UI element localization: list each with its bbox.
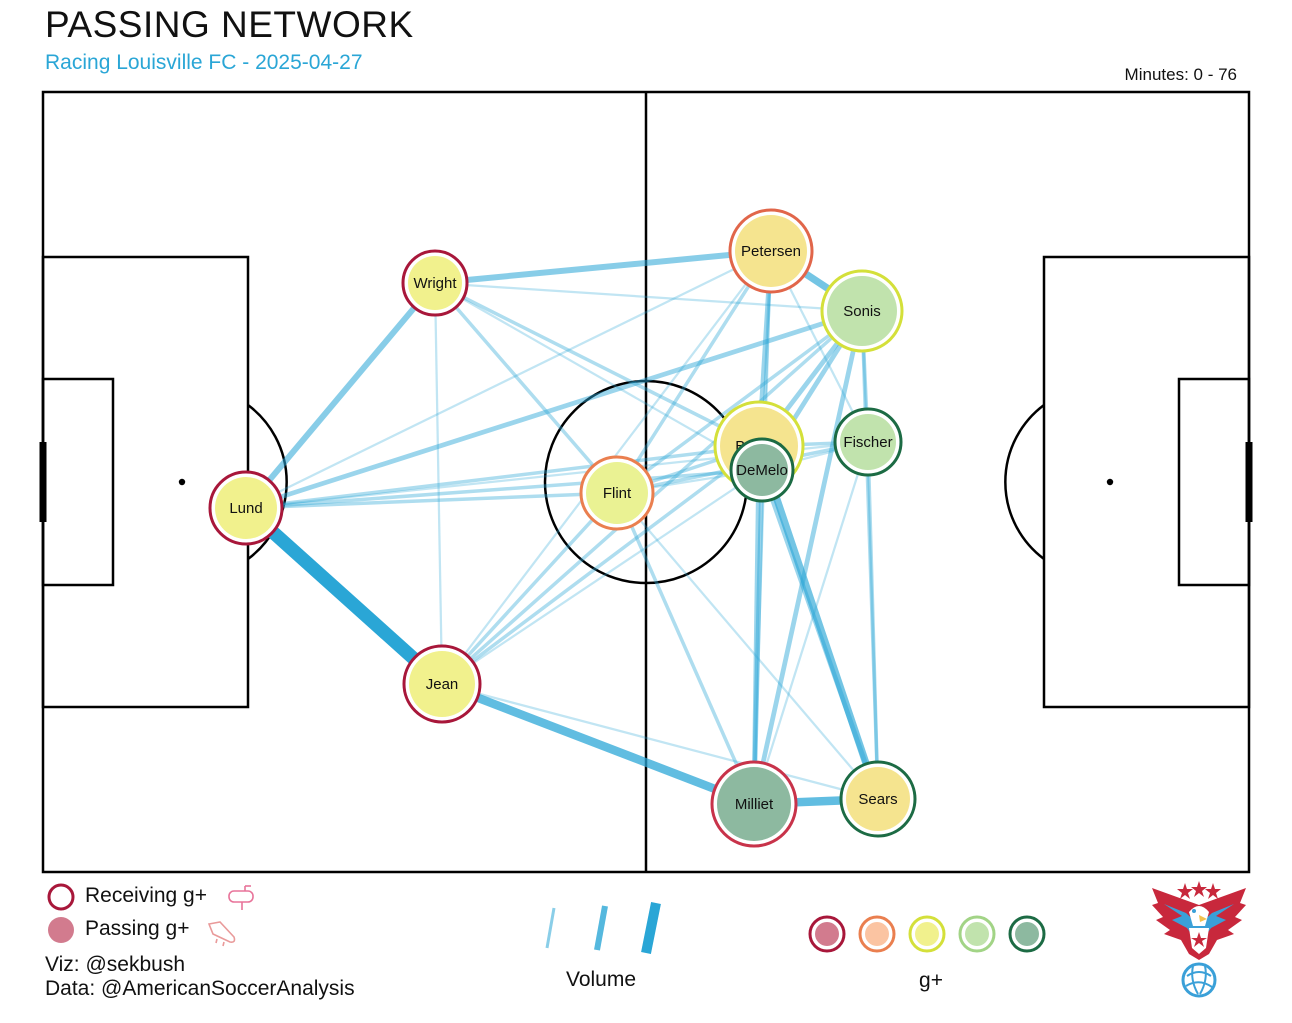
player-name-milliet: Milliet <box>735 796 774 813</box>
pass-line-fischer-sears <box>866 441 880 800</box>
left-penalty-spot <box>178 478 186 486</box>
pass-line-lund-flint <box>245 491 618 510</box>
pass-line-sonis-sears <box>860 310 880 800</box>
player-passing-fill <box>735 215 807 287</box>
player-passing-fill <box>840 414 896 470</box>
left-penalty-arc <box>247 403 288 561</box>
pass-line-demelo-milliet <box>751 469 765 805</box>
pass-line-demelo-sears <box>759 469 881 800</box>
player-name-demelo: DeMelo <box>736 462 788 479</box>
pass-line-wright-demelo <box>434 282 763 471</box>
legend-receiving-label: Receiving g+ <box>85 884 207 907</box>
left-six-yard-box <box>41 377 115 587</box>
pass-line-lund-sonis <box>245 308 863 511</box>
volume-legend <box>545 902 661 954</box>
pass-line-petersen-milliet <box>752 250 773 805</box>
player-passing-fill <box>215 477 277 539</box>
player-node-fischer[interactable]: Fischer <box>833 407 903 477</box>
player-node-milliet[interactable]: Milliet <box>710 760 798 848</box>
volume-low-swatch <box>545 907 556 949</box>
volume-mid-swatch <box>594 905 608 951</box>
pass-line-wright-sonis <box>434 281 863 313</box>
player-name-sonis: Sonis <box>843 303 881 320</box>
player-node-wright[interactable]: Wright <box>401 249 469 317</box>
page-subtitle: Racing Louisville FC - 2025-04-27 <box>45 51 363 74</box>
page-title: PASSING NETWORK <box>45 4 414 45</box>
player-node-demelo[interactable]: DeMelo <box>729 437 795 503</box>
minutes-range: Minutes: 0 - 76 <box>1124 65 1237 84</box>
legend-passing: Passing g+ <box>48 917 190 941</box>
eagle-soccer-logo <box>1152 881 1246 998</box>
right-penalty-spot <box>1106 478 1114 486</box>
gplus-swatch-3 <box>908 915 946 953</box>
pass-line-jean-milliet <box>440 680 756 808</box>
player-node-petersen[interactable]: Petersen <box>728 208 814 294</box>
right-six-yard-box <box>1177 377 1251 587</box>
pass-line-jean-borges <box>440 444 761 686</box>
gplus-legend-label: g+ <box>919 969 943 992</box>
volume-high-swatch <box>641 902 661 954</box>
player-node-lund[interactable]: Lund <box>208 470 284 546</box>
player-name-sears: Sears <box>858 791 897 808</box>
pass-line-borges-sears <box>755 444 882 801</box>
pass-line-flint-sears <box>616 492 879 800</box>
gplus-swatch-2 <box>858 915 896 953</box>
player-passing-fill <box>409 651 475 717</box>
player-name-wright: Wright <box>413 275 457 292</box>
pass-line-borges-milliet <box>751 445 762 805</box>
gplus-swatch-4 <box>958 915 996 953</box>
player-nodes: LundWrightJeanFlintPetersenSonisBorgesFi… <box>208 208 917 848</box>
pass-line-lund-demelo <box>245 468 763 510</box>
player-passing-fill <box>736 444 788 496</box>
pass-line-lund-wright <box>243 281 438 510</box>
cleat-icon <box>207 921 236 947</box>
player-name-flint: Flint <box>603 485 632 502</box>
pass-line-lund-borges <box>245 444 760 510</box>
pass-line-lund-petersen <box>245 249 772 510</box>
player-passing-fill <box>846 767 910 831</box>
player-name-lund: Lund <box>229 500 262 517</box>
player-passing-fill <box>586 462 648 524</box>
legend-passing-swatch <box>48 917 74 943</box>
mailbox-icon <box>228 885 254 910</box>
player-node-sonis[interactable]: Sonis <box>820 269 904 353</box>
pass-line-wright-flint <box>433 281 619 495</box>
pass-line-wright-petersen <box>434 248 772 286</box>
pass-line-flint-sonis <box>615 309 864 495</box>
player-name-fischer: Fischer <box>843 434 892 451</box>
gplus-legend <box>808 915 1046 953</box>
gplus-swatch-1 <box>808 915 846 953</box>
pass-line-sonis-milliet <box>751 310 865 805</box>
viz-credit: Viz: @sekbush <box>45 953 185 976</box>
player-node-sears[interactable]: Sears <box>839 760 917 838</box>
pass-line-jean-demelo <box>441 469 763 685</box>
player-node-flint[interactable]: Flint <box>579 455 655 531</box>
pass-line-flint-petersen <box>615 250 773 494</box>
pass-line-jean-flint <box>440 491 619 686</box>
right-penalty-arc <box>1004 403 1045 561</box>
pass-line-flint-milliet <box>615 492 756 805</box>
legend-receiving: Receiving g+ <box>48 884 207 908</box>
player-passing-fill <box>408 256 462 310</box>
pass-line-fischer-milliet <box>752 441 870 805</box>
player-node-jean[interactable]: Jean <box>402 644 482 724</box>
pass-lines <box>241 247 882 809</box>
right-penalty-box <box>1042 255 1251 709</box>
player-passing-fill <box>827 276 897 346</box>
volume-legend-label: Volume <box>565 968 637 991</box>
pitch-markings <box>39 90 1253 874</box>
left-penalty-box <box>41 255 250 709</box>
player-name-jean: Jean <box>426 676 459 693</box>
player-name-petersen: Petersen <box>741 243 801 260</box>
player-passing-fill <box>717 767 791 841</box>
pass-line-wright-jean <box>433 282 444 685</box>
pass-line-wright-borges <box>434 281 760 448</box>
pass-line-jean-sears <box>441 682 879 801</box>
legend-receiving-swatch <box>47 883 75 911</box>
data-credit: Data: @AmericanSoccerAnalysis <box>45 977 355 1000</box>
pass-line-lund-jean <box>241 502 447 690</box>
legend-passing-label: Passing g+ <box>85 917 190 940</box>
gplus-swatch-5 <box>1008 915 1046 953</box>
